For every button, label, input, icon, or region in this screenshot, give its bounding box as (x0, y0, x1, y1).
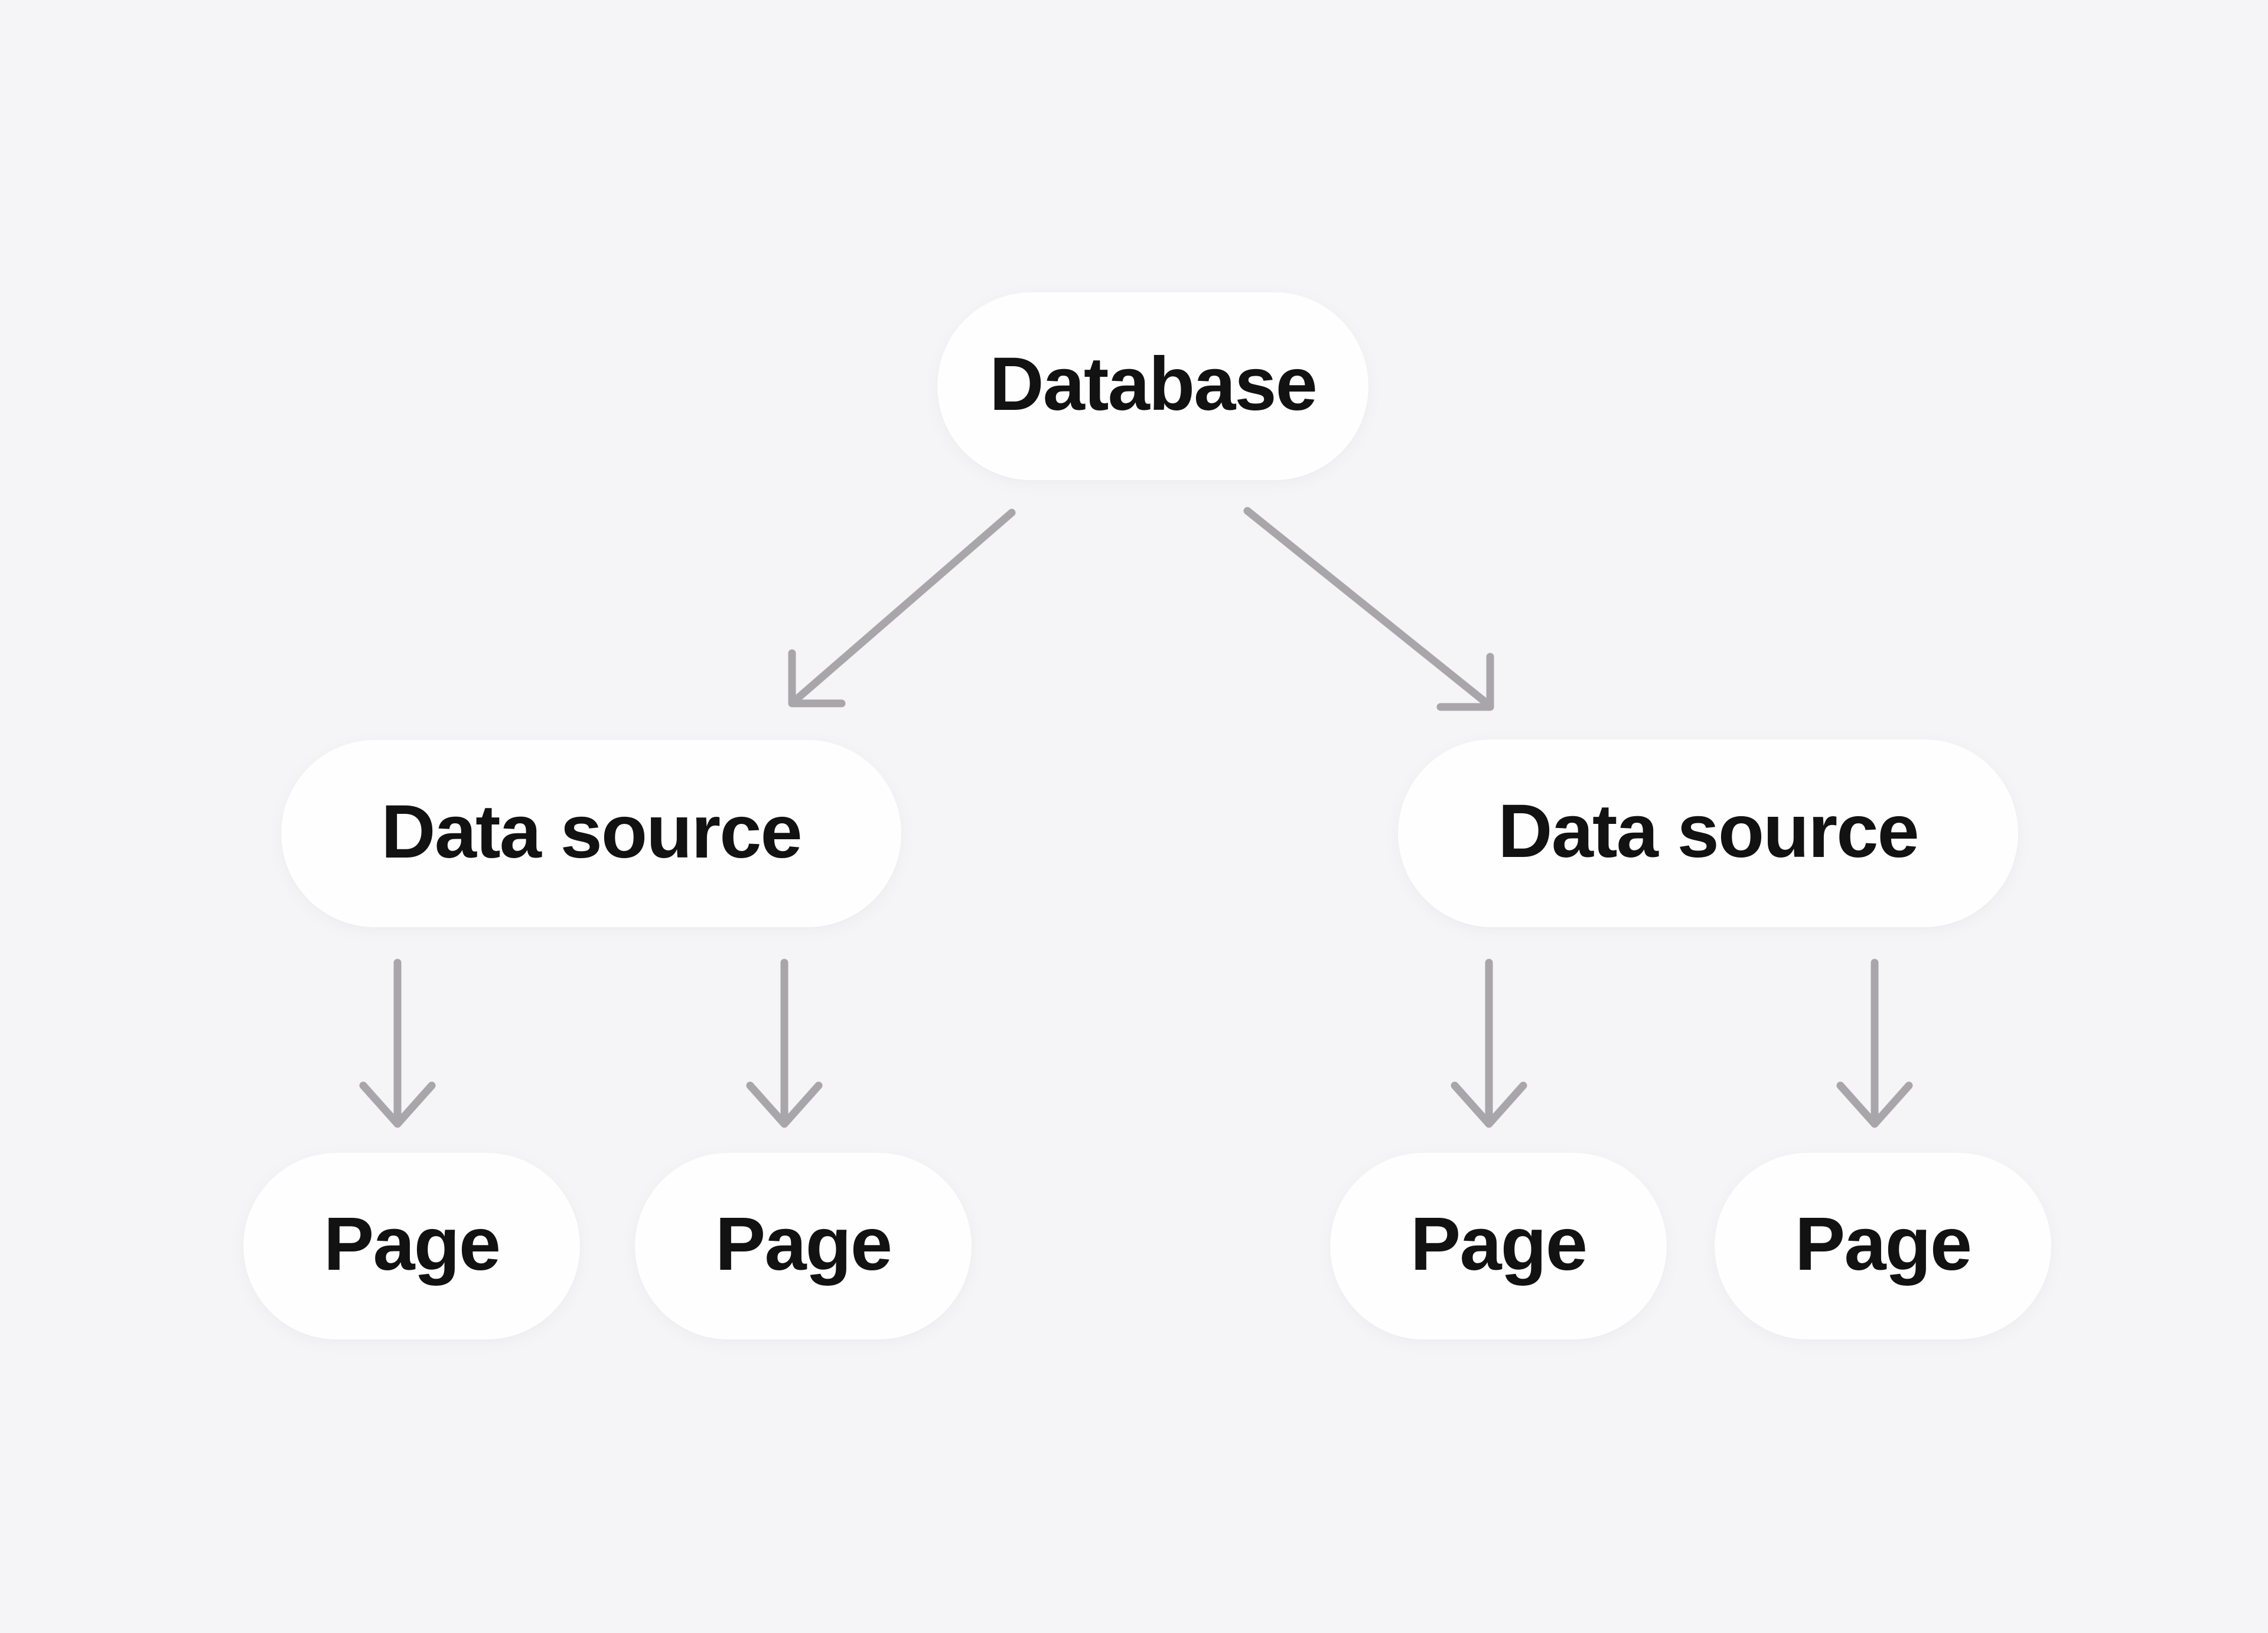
edge-datasource-right-to-page-right-2 (1836, 959, 1913, 1128)
arrow-head-icon (1836, 1081, 1913, 1128)
edge-datasource-left-to-page-left-1 (359, 959, 436, 1128)
arrow-head-icon (359, 1081, 436, 1128)
node-datasource-right: Data source (1398, 739, 2018, 927)
node-page-left-2: Page (635, 1153, 972, 1339)
node-datasource-left-label: Data source (381, 789, 803, 874)
arrow-head-icon (788, 649, 846, 708)
node-page-left-1: Page (243, 1153, 580, 1339)
node-database-label: Database (989, 342, 1318, 426)
edge-datasource-left-to-page-left-2 (746, 959, 823, 1128)
arrow-shaft (1243, 507, 1489, 706)
arrow-head-icon (746, 1081, 823, 1128)
node-page-right-2-label: Page (1794, 1202, 1972, 1286)
edge-database-to-datasource-right (1243, 507, 1494, 711)
node-page-right-2: Page (1715, 1153, 2051, 1339)
node-page-right-1: Page (1330, 1153, 1667, 1339)
edge-database-to-datasource-left (788, 509, 1016, 708)
node-page-left-2-label: Page (715, 1202, 892, 1286)
arrow-head-icon (1436, 653, 1494, 711)
node-page-left-1-label: Page (323, 1202, 501, 1286)
node-datasource-right-label: Data source (1498, 789, 1920, 873)
node-datasource-left: Data source (281, 740, 901, 927)
node-page-right-1-label: Page (1410, 1202, 1588, 1286)
arrow-shaft (794, 509, 1016, 702)
arrow-head-icon (1451, 1081, 1527, 1128)
edge-datasource-right-to-page-right-1 (1451, 959, 1527, 1128)
node-database: Database (937, 292, 1368, 480)
